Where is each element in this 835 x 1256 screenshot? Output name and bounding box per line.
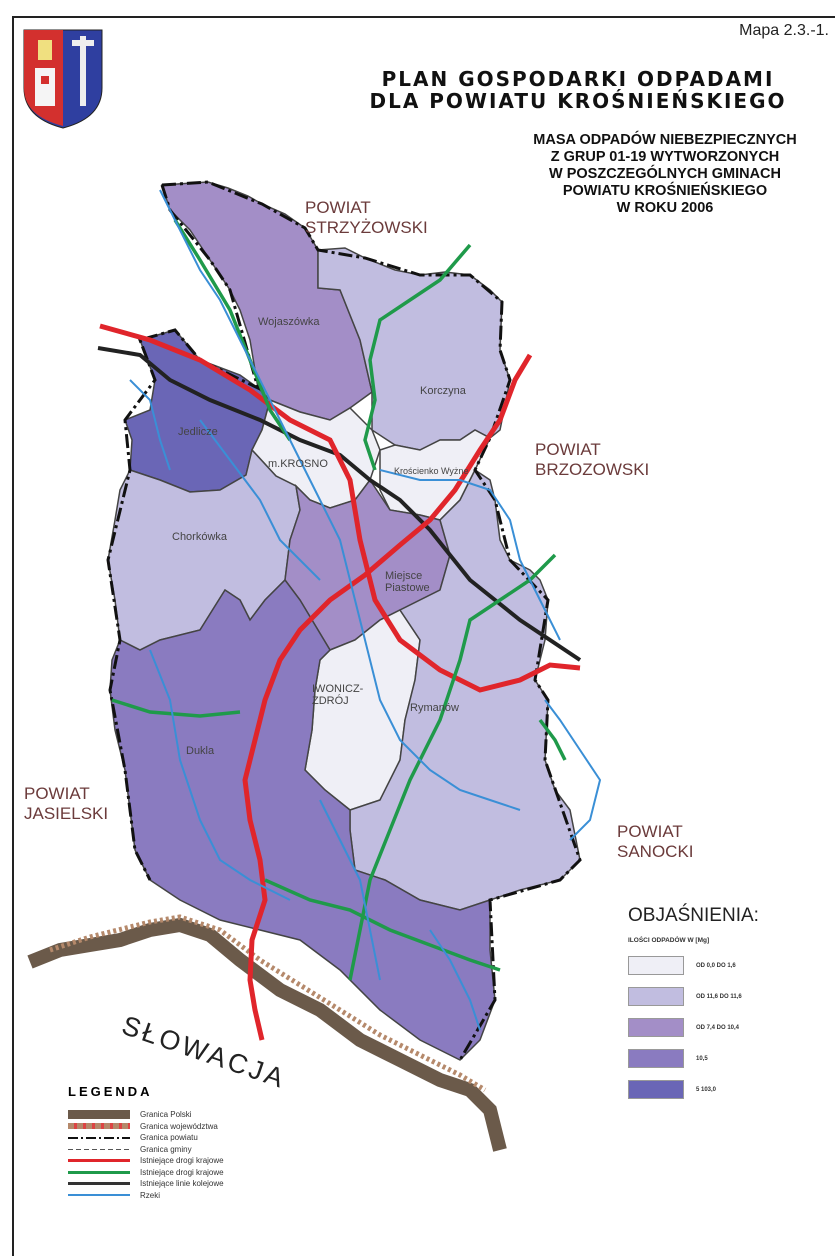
legend-swatch-river <box>68 1194 130 1196</box>
explanation-label: OD 7,4 DO 10,4 <box>696 1024 740 1031</box>
label-powiat-strzyzowski: POWIAT STRZYŻOWSKI <box>305 198 428 238</box>
coat-of-arms-icon <box>23 29 103 129</box>
legend-swatch-gmina-border <box>68 1148 130 1150</box>
legend-item: Istniejące linie kolejowe <box>68 1178 288 1189</box>
legend-label: Granica powiatu <box>140 1133 198 1142</box>
legend-item: Istniejące drogi krajowe <box>68 1167 288 1178</box>
label-line: STRZYŻOWSKI <box>305 218 428 237</box>
legend-label: Rzeki <box>140 1190 161 1200</box>
map-subtitle: MASA ODPADÓW NIEBEZPIECZNYCH Z GRUP 01-1… <box>495 132 835 217</box>
label-line: Piastowe <box>385 582 430 594</box>
label-line: JASIELSKI <box>24 804 109 823</box>
label-gmina-rymanow: Rymanów <box>410 702 459 714</box>
explanation-swatch <box>628 1049 684 1068</box>
label-gmina-jedlicze: Jedlicze <box>178 426 218 438</box>
explanation-label: 10,5 <box>696 1055 708 1062</box>
map-id: Mapa 2.3.-1. <box>739 22 829 39</box>
label-powiat-sanocki: POWIAT SANOCKI <box>617 822 694 862</box>
legend-label: Granica województwa <box>140 1121 218 1131</box>
label-gmina-korczyna: Korczyna <box>420 385 466 397</box>
subtitle-line: POWIATU KROŚNIEŃSKIEGO <box>562 183 768 199</box>
explanation-class: OD 7,4 DO 10,4 <box>628 1018 759 1037</box>
legend-label: Istniejące drogi krajowe <box>140 1167 224 1177</box>
legend-item: Granica gminy <box>68 1144 288 1155</box>
label-line: Miejsce <box>385 570 423 582</box>
legend-swatch-other-road <box>68 1170 130 1174</box>
explanation-label: OD 11,6 DO 11,6 <box>696 993 742 1000</box>
legend-title: LEGENDA <box>68 1084 153 1099</box>
legend-label: Granica Polski <box>140 1110 192 1119</box>
explanation-class: 10,5 <box>628 1049 759 1068</box>
explanation-swatch <box>628 1018 684 1037</box>
label-gmina-miejsce: Miejsce Piastowe <box>385 570 430 594</box>
legend-swatch-polish-border <box>68 1110 130 1119</box>
label-line: POWIAT <box>305 198 371 217</box>
legend-swatch-county-border <box>68 1136 130 1139</box>
explanations-title: OBJAŚNIENIA: <box>628 905 759 926</box>
main-title-line2: DLA POWIATU KROŚNIEŃSKIEGO <box>369 89 787 113</box>
legend-item: Granica Polski <box>68 1109 288 1120</box>
explanation-label: 5 103,0 <box>696 1086 717 1093</box>
legend-label: Granica gminy <box>140 1144 192 1154</box>
legend-swatch-voivodeship-border <box>68 1123 130 1129</box>
explanations: OBJAŚNIENIA: ILOŚCI ODPADÓW W [Mg] OD 0,… <box>628 905 759 1111</box>
legend-swatch-national-road <box>68 1159 130 1162</box>
label-gmina-wojaszowka: Wojaszówka <box>258 316 320 328</box>
main-title-line1: PLAN GOSPODARKI ODPADAMI <box>381 67 775 91</box>
subtitle-line: MASA ODPADÓW NIEBEZPIECZNYCH <box>533 132 797 148</box>
label-gmina-krosciennko: Krościenko Wyżne <box>394 466 469 476</box>
legend-item: Granica powiatu <box>68 1132 288 1143</box>
label-line: POWIAT <box>24 784 90 803</box>
subtitle-line: W POSZCZEGÓLNYCH GMINACH <box>549 166 781 182</box>
label-line: BRZOZOWSKI <box>535 460 650 479</box>
explanations-subtitle: ILOŚCI ODPADÓW W [Mg] <box>628 937 710 944</box>
map-frame <box>12 16 835 1256</box>
label-powiat-jasielski: POWIAT JASIELSKI <box>24 784 108 824</box>
explanation-class: OD 0,0 DO 1,6 <box>628 956 759 975</box>
label-line: ZDRÓJ <box>312 695 349 707</box>
label-line: SANOCKI <box>617 842 694 861</box>
legend-item: Istniejące drogi krajowe <box>68 1155 288 1166</box>
legend-item: Granica województwa <box>68 1121 288 1132</box>
explanation-label: OD 0,0 DO 1,6 <box>696 962 736 969</box>
main-title: PLAN GOSPODARKI ODPADAMI DLA POWIATU KRO… <box>318 68 835 112</box>
explanation-class: OD 11,6 DO 11,6 <box>628 987 759 1006</box>
label-gmina-krosno: m.KROSNO <box>268 458 328 470</box>
legend-item: Rzeki <box>68 1190 288 1201</box>
explanation-swatch <box>628 956 684 975</box>
legend-label: Istniejące drogi krajowe <box>140 1156 224 1165</box>
explanation-swatch <box>628 1080 684 1099</box>
label-gmina-iwonicz: IWONICZ- ZDRÓJ <box>312 683 363 707</box>
legend-swatch-railway <box>68 1182 130 1185</box>
explanation-swatch <box>628 987 684 1006</box>
label-line: IWONICZ- <box>312 683 364 695</box>
subtitle-line: Z GRUP 01-19 WYTWORZONYCH <box>550 149 780 165</box>
legend: LEGENDA Granica Polski Granica województ… <box>68 1084 288 1201</box>
explanation-class: 5 103,0 <box>628 1080 759 1099</box>
legend-label: Istniejące linie kolejowe <box>140 1179 224 1188</box>
subtitle-line: W ROKU 2006 <box>616 200 714 216</box>
label-gmina-dukla: Dukla <box>186 745 215 757</box>
label-line: POWIAT <box>535 440 601 459</box>
label-line: POWIAT <box>617 822 683 841</box>
label-gmina-chorkowka: Chorkówka <box>172 531 228 543</box>
label-powiat-brzozowski: POWIAT BRZOZOWSKI <box>535 440 649 480</box>
